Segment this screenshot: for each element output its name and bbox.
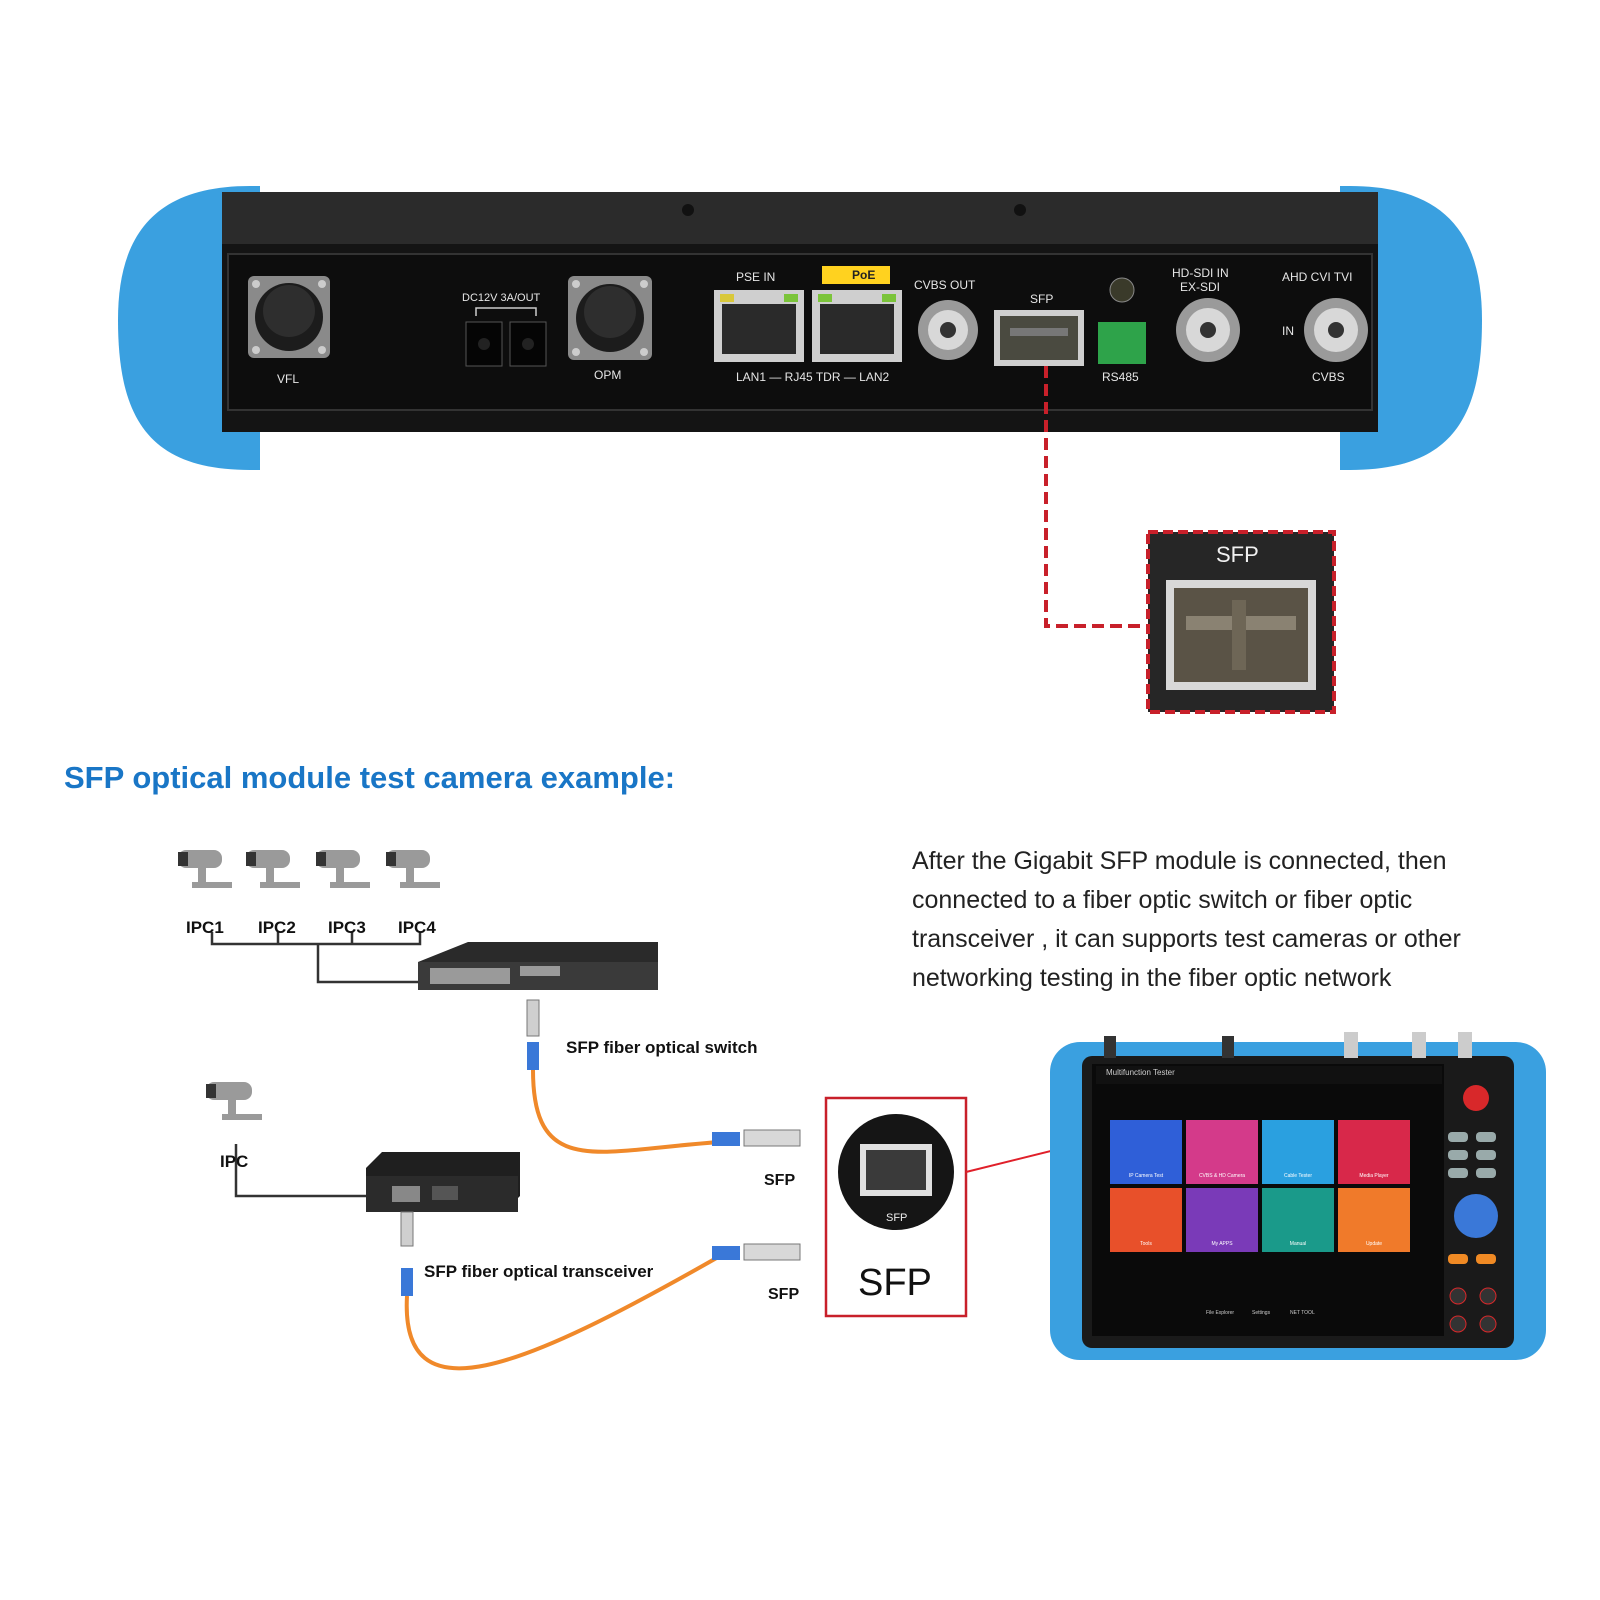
sfp-zoom-box xyxy=(1146,530,1336,714)
headline: SFP optical module test camera example: xyxy=(64,760,676,795)
hdsdi-bnc xyxy=(1176,298,1240,362)
camera-ipc1-icon xyxy=(178,850,232,888)
callout-port-label: SFP xyxy=(886,1212,908,1224)
callout-big-label: SFP xyxy=(858,1262,932,1304)
zoom-sfp-label: SFP xyxy=(1216,542,1259,567)
device-panel-graphic xyxy=(118,186,1482,714)
tile-ip-camera-test[interactable]: IP Camera Test xyxy=(1110,1120,1182,1184)
dc-label: DC12V 3A/OUT xyxy=(462,292,541,304)
ipc1-label: IPC1 xyxy=(186,918,224,937)
ipc-label: IPC xyxy=(220,1152,249,1171)
description-line: networking testing in the fiber optic ne… xyxy=(912,964,1392,992)
tile-cvbs-hd-camera[interactable]: CVBS & HD Camera xyxy=(1186,1120,1258,1184)
rs485-terminal xyxy=(1098,322,1146,364)
camera-ipc3-icon xyxy=(316,850,370,888)
camera-ipc-icon xyxy=(206,1082,262,1120)
cvbs-out-bnc xyxy=(918,300,978,360)
description-line: transceiver , it can supports test camer… xyxy=(912,925,1461,953)
fiber-cable-2 xyxy=(404,1254,721,1371)
lan-label: LAN1 — RJ45 TDR — LAN2 xyxy=(736,370,890,384)
camera-ipc2-icon xyxy=(246,850,300,888)
rj45-ports xyxy=(714,266,902,362)
dock-file-explorer[interactable]: File Explorer xyxy=(1206,1310,1235,1316)
tester-screen-title: Multifunction Tester xyxy=(1106,1068,1175,1077)
transceiver-label: SFP fiber optical transceiver xyxy=(424,1262,654,1281)
hdsdi-label: HD-SDI IN xyxy=(1172,266,1229,280)
dc-jacks xyxy=(465,307,547,367)
description-line: connected to a fiber optic switch or fib… xyxy=(912,886,1413,914)
opm-label: OPM xyxy=(594,368,622,382)
dashed-callout-line xyxy=(1044,366,1150,628)
tile-media-player[interactable]: Media Player xyxy=(1338,1120,1410,1184)
ahd-label: AHD CVI TVI xyxy=(1282,270,1353,284)
sfp-port-label: SFP xyxy=(1030,292,1054,306)
description: After the Gigabit SFP module is connecte… xyxy=(912,842,1562,998)
exsdi-label: EX-SDI xyxy=(1180,280,1221,294)
ipc-line xyxy=(234,1144,366,1198)
ipc4-label: IPC4 xyxy=(398,918,436,937)
cvbs-out-label: CVBS OUT xyxy=(914,278,976,292)
dock-net-tool[interactable]: NET TOOL xyxy=(1290,1310,1315,1316)
switch-label: SFP fiber optical switch xyxy=(566,1038,758,1057)
ahd-bnc xyxy=(1304,298,1368,362)
cvbs-label: CVBS xyxy=(1312,370,1345,384)
sfp-module-label-2: SFP xyxy=(768,1286,800,1303)
poe-badge: PoE xyxy=(852,268,876,282)
rs485-label: RS485 xyxy=(1102,370,1139,384)
pse-in-label: PSE IN xyxy=(736,270,776,284)
fiber-transceiver-icon xyxy=(366,1152,520,1212)
ipc3-label: IPC3 xyxy=(328,918,366,937)
opm-connector xyxy=(568,276,652,360)
device-body-top xyxy=(222,192,1378,250)
vfl-label: VFL xyxy=(277,372,300,386)
tile-manual[interactable]: Manual xyxy=(1262,1188,1334,1252)
tile-tools[interactable]: Tools xyxy=(1110,1188,1182,1252)
camera-ipc4-icon xyxy=(386,850,440,888)
in-label: IN xyxy=(1282,324,1294,338)
sfp-module-label-1: SFP xyxy=(764,1172,796,1189)
fiber-cable-1 xyxy=(531,1069,721,1154)
tile-update[interactable]: Update xyxy=(1338,1188,1410,1252)
sfp-port xyxy=(994,310,1084,366)
dock-settings[interactable]: Settings xyxy=(1252,1310,1271,1316)
ipc2-label: IPC2 xyxy=(258,918,296,937)
tile-cable-tester[interactable]: Cable Tester xyxy=(1262,1120,1334,1184)
camera-tree-lines xyxy=(210,932,422,984)
tile-my-apps[interactable]: My APPS xyxy=(1186,1188,1258,1252)
fiber-switch-icon xyxy=(418,942,658,990)
description-line: After the Gigabit SFP module is connecte… xyxy=(912,847,1447,875)
vfl-connector xyxy=(248,276,330,358)
